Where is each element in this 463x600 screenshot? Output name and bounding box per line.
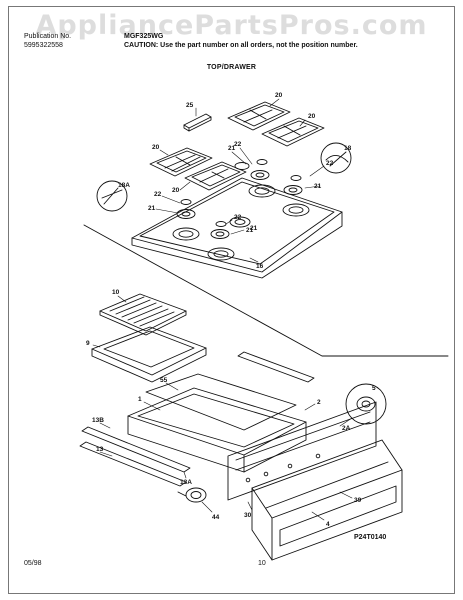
- callout-22: 22: [326, 160, 334, 167]
- drawer-rails: [79, 351, 315, 487]
- page-frame: [8, 6, 455, 594]
- model-block: MGF325WG CAUTION: Use the part number on…: [124, 32, 358, 50]
- callout-55: 55: [160, 377, 168, 384]
- callout-4: 4: [326, 521, 330, 528]
- section-title: TOP/DRAWER: [206, 64, 257, 71]
- caution-note: CAUTION: Use the part number on all orde…: [124, 42, 358, 49]
- footer-date: 05/98: [24, 560, 42, 567]
- callout-10: 10: [112, 289, 120, 296]
- callout-21: 21: [148, 205, 156, 212]
- callout-13b: 13B: [92, 417, 104, 424]
- drawer-front-panel: [227, 401, 377, 501]
- callout-20: 20: [308, 113, 316, 120]
- callout-21: 21: [228, 145, 236, 152]
- drawer-door: [251, 439, 403, 561]
- grate-bar: [183, 113, 212, 132]
- model-number: MGF325WG: [124, 33, 164, 40]
- burner-caps: [176, 162, 303, 239]
- callout-21: 21: [250, 225, 258, 232]
- callout-18: 18: [344, 145, 352, 152]
- burner-bases: [172, 184, 310, 261]
- callout-22: 22: [234, 214, 242, 221]
- callout-1: 1: [138, 396, 142, 403]
- burner-grates: [149, 101, 325, 191]
- igniter-detail: [96, 142, 352, 212]
- callout-20: 20: [275, 92, 283, 99]
- publication-label: Publication No.: [24, 33, 72, 40]
- callout-44: 44: [212, 514, 220, 521]
- callout-13: 13: [96, 446, 104, 453]
- callout-21: 21: [314, 183, 322, 190]
- callout-labels: 25 20 20 20 20 18 18A 21 22 22 21 22 21 …: [86, 92, 376, 528]
- callout-20: 20: [172, 187, 180, 194]
- callout-2a: 2A: [342, 425, 351, 432]
- callout-5: 5: [372, 385, 376, 392]
- figure-code: P24T0140: [354, 534, 387, 541]
- separator-line: [83, 224, 449, 357]
- callout-39: 39: [354, 497, 362, 504]
- broiler-insert: [99, 293, 187, 336]
- callout-22: 22: [154, 191, 162, 198]
- callout-25: 25: [186, 102, 194, 109]
- broiler-pan: [91, 326, 207, 383]
- callout-16: 16: [256, 263, 264, 270]
- valve-detail: [345, 383, 387, 425]
- leader-lines: [92, 98, 353, 521]
- knob: [177, 487, 207, 503]
- callout-9: 9: [86, 340, 90, 347]
- publication-number: 5995322558: [24, 42, 63, 49]
- callout-22: 22: [234, 141, 242, 148]
- callout-18a: 18A: [118, 182, 130, 189]
- callout-21: 21: [246, 227, 254, 234]
- callout-20: 20: [152, 144, 160, 151]
- callout-30: 30: [244, 512, 252, 519]
- callout-13a: 13A: [180, 479, 192, 486]
- callout-2: 2: [317, 399, 321, 406]
- page-number: 10: [258, 560, 266, 567]
- drawer-assembly: [127, 373, 307, 473]
- cooktop-assembly: [131, 159, 343, 279]
- publication-block: Publication No. 5995322558: [24, 32, 71, 50]
